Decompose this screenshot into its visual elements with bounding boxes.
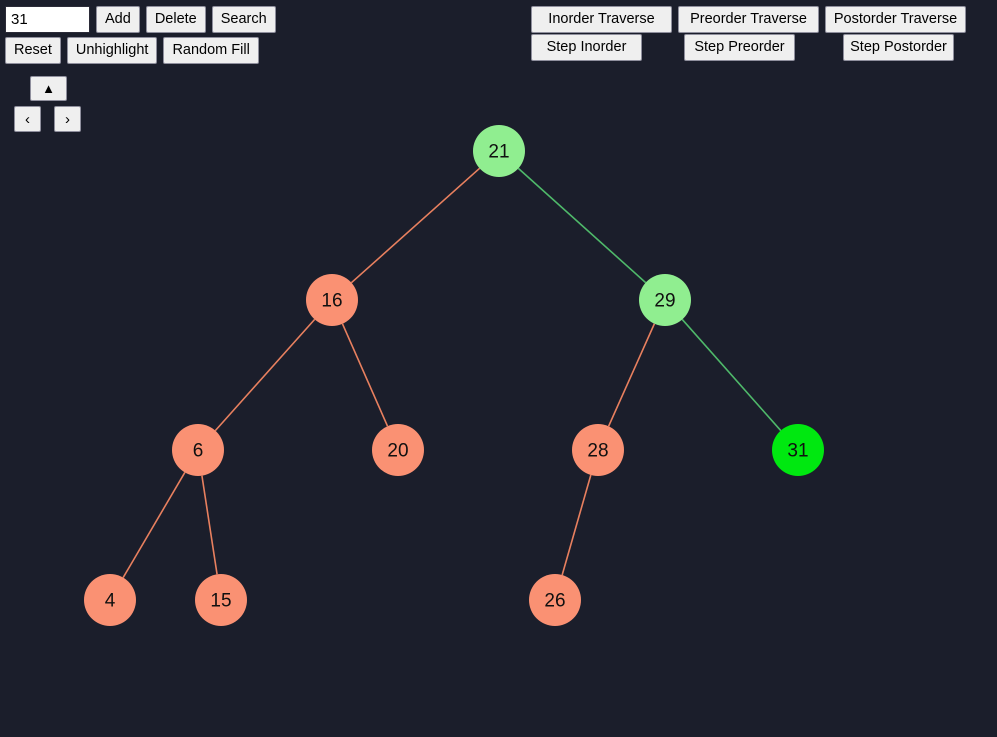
tree-node[interactable]: 29 (639, 274, 691, 326)
node-operations-row: Add Delete Search (5, 6, 276, 33)
tree-node-label: 26 (544, 591, 565, 612)
tree-node-label: 28 (587, 441, 608, 462)
tree-node-circle[interactable] (473, 125, 525, 177)
tree-node-circle[interactable] (84, 574, 136, 626)
tree-node[interactable]: 6 (172, 424, 224, 476)
tree-edges-layer (122, 167, 782, 578)
tree-node-circle[interactable] (372, 424, 424, 476)
tree-edge (341, 323, 389, 427)
traverse-row: Inorder Traverse Preorder Traverse Posto… (531, 6, 966, 33)
tree-node-circle[interactable] (772, 424, 824, 476)
add-button[interactable]: Add (96, 6, 140, 33)
unhighlight-button[interactable]: Unhighlight (66, 37, 158, 64)
nav-up-icon[interactable]: ▲ (30, 76, 67, 101)
step-traverse-row: Step Inorder Step Preorder Step Postorde… (531, 34, 954, 61)
tree-edge (214, 318, 316, 432)
tree-edge (350, 167, 481, 284)
random-fill-button[interactable]: Random Fill (163, 37, 259, 64)
tree-node[interactable]: 15 (195, 574, 247, 626)
tree-node-circle[interactable] (172, 424, 224, 476)
tree-edge (681, 318, 782, 432)
tree-actions-row: Reset Unhighlight Random Fill (5, 37, 259, 64)
tree-node-label: 20 (387, 441, 408, 462)
tree-edge (607, 323, 656, 427)
tree-node-label: 16 (321, 291, 342, 312)
tree-node-label: 29 (654, 291, 675, 312)
tree-node-circle[interactable] (529, 574, 581, 626)
step-inorder-button[interactable]: Step Inorder (531, 34, 642, 61)
nav-left-icon[interactable]: ‹ (14, 106, 41, 132)
tree-node-circle[interactable] (572, 424, 624, 476)
tree-node[interactable]: 16 (306, 274, 358, 326)
toolbar: Add Delete Search Reset Unhighlight Rand… (0, 0, 997, 140)
value-input[interactable] (5, 6, 90, 33)
tree-node[interactable]: 26 (529, 574, 581, 626)
step-preorder-button[interactable]: Step Preorder (684, 34, 795, 61)
tree-node-label: 21 (488, 142, 509, 163)
preorder-traverse-button[interactable]: Preorder Traverse (678, 6, 819, 33)
tree-edge (517, 167, 647, 284)
tree-node-circle[interactable] (306, 274, 358, 326)
tree-node[interactable]: 21 (473, 125, 525, 177)
inorder-traverse-button[interactable]: Inorder Traverse (531, 6, 672, 33)
tree-edge (201, 475, 218, 575)
reset-button[interactable]: Reset (5, 37, 61, 64)
delete-button[interactable]: Delete (145, 6, 206, 33)
tree-node[interactable]: 31 (772, 424, 824, 476)
tree-node[interactable]: 28 (572, 424, 624, 476)
tree-nodes-layer: 21 16 29 6 20 28 31 4 15 26 (84, 125, 824, 626)
tree-edge (561, 474, 592, 576)
tree-node[interactable]: 20 (372, 424, 424, 476)
tree-edge (122, 472, 186, 578)
tree-node-label: 4 (105, 591, 116, 612)
tree-node-label: 31 (787, 441, 808, 462)
tree-node-circle[interactable] (639, 274, 691, 326)
postorder-traverse-button[interactable]: Postorder Traverse (825, 6, 966, 33)
tree-node[interactable]: 4 (84, 574, 136, 626)
search-button[interactable]: Search (211, 6, 276, 33)
tree-node-circle[interactable] (195, 574, 247, 626)
tree-node-label: 6 (193, 441, 204, 462)
nav-right-icon[interactable]: › (54, 106, 81, 132)
step-postorder-button[interactable]: Step Postorder (843, 34, 954, 61)
tree-node-label: 15 (210, 591, 231, 612)
